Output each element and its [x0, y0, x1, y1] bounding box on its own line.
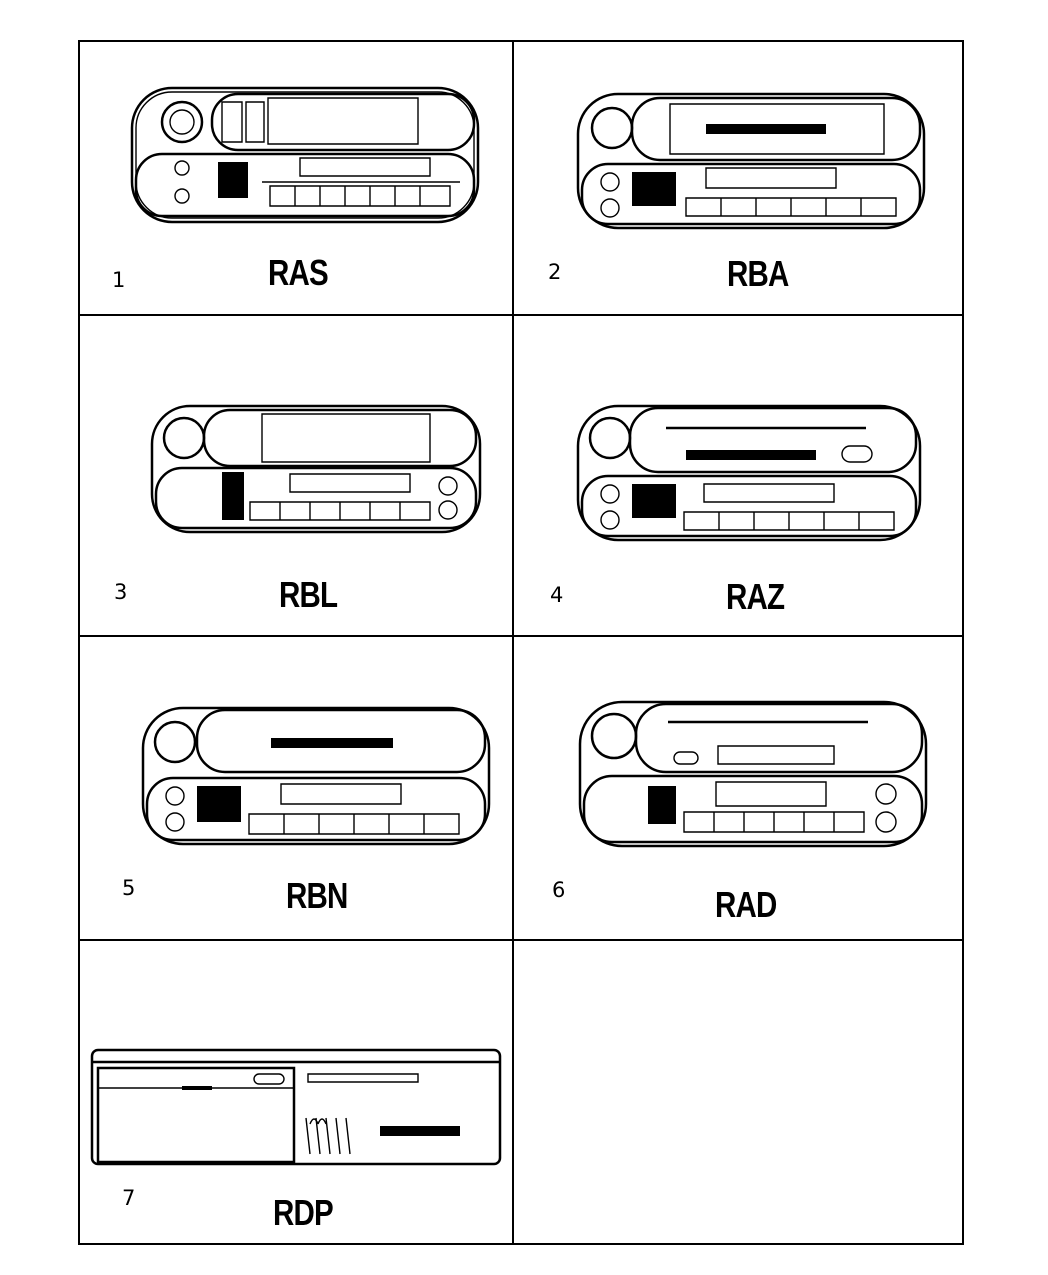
part-number: 2 — [548, 260, 562, 284]
part-number: 4 — [550, 583, 564, 607]
part-code: RBA — [727, 253, 789, 294]
part-code: RAD — [715, 884, 777, 925]
part-code: RAS — [268, 252, 329, 293]
parts-grid — [78, 40, 964, 1245]
grid-divider-vertical — [512, 42, 514, 1243]
cd-changer-illustration-rdp — [90, 1044, 502, 1168]
radio-illustration-raz — [576, 404, 922, 542]
part-number: 7 — [122, 1186, 136, 1210]
radio-illustration-rbn — [141, 706, 491, 846]
part-code: RBL — [279, 574, 338, 615]
part-code: RBN — [286, 875, 348, 916]
grid-divider-row3 — [80, 939, 962, 941]
radio-illustration-rba — [576, 92, 926, 230]
part-code: RAZ — [726, 576, 785, 617]
part-number: 6 — [552, 878, 566, 902]
part-number: 3 — [114, 580, 128, 604]
radio-illustration-rad — [578, 700, 928, 848]
part-number: 1 — [112, 268, 126, 292]
grid-divider-row2 — [80, 635, 962, 637]
radio-illustration-rbl — [150, 404, 482, 534]
part-number: 5 — [122, 876, 136, 900]
part-code: RDP — [273, 1192, 334, 1233]
radio-illustration-ras — [130, 86, 480, 224]
grid-divider-row1 — [80, 314, 962, 316]
